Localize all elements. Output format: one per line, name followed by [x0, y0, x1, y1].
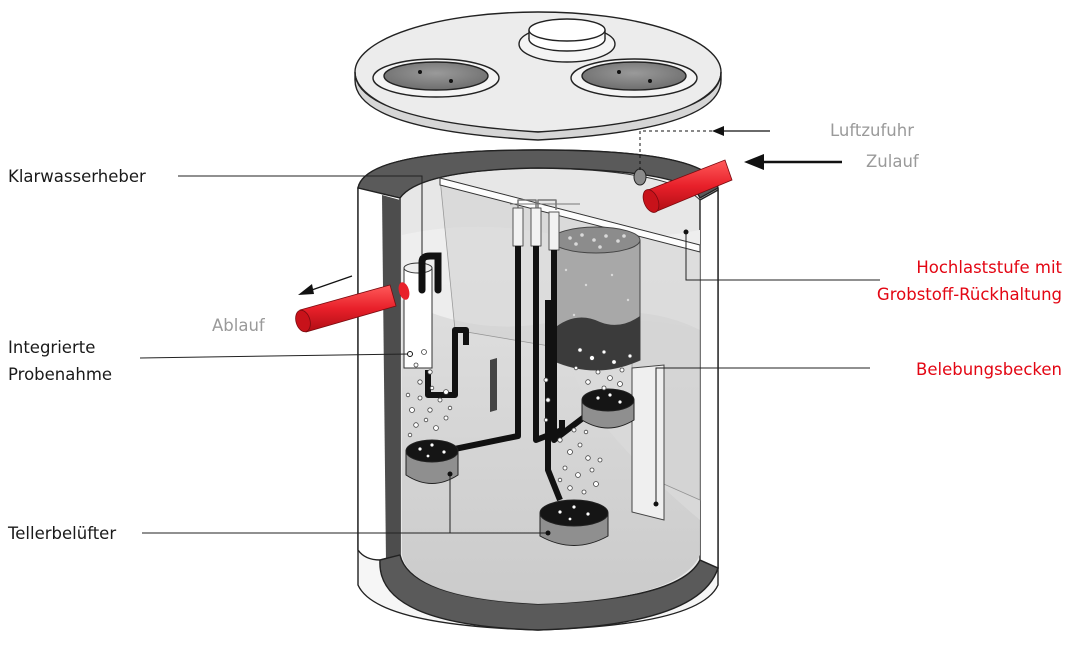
coarse-material-basket	[551, 226, 641, 371]
outlet-pipe	[295, 282, 410, 333]
tank-body	[357, 149, 719, 631]
clear-water-lift	[403, 252, 469, 398]
ablauf-arrow	[298, 275, 353, 295]
tank-lid	[354, 11, 722, 141]
leader-klarwasserheber	[178, 175, 423, 258]
disc-diffuser-center	[539, 499, 609, 546]
zulauf-arrow	[744, 154, 842, 170]
label-tellerbeluefter: Tellerbelüfter	[7, 524, 116, 543]
air-inlet-port	[633, 168, 647, 186]
leader-lines	[139, 175, 880, 536]
label-ablauf: Ablauf	[212, 316, 266, 335]
label-hochlaststufe-line1: Hochlaststufe mit	[916, 258, 1062, 277]
leader-tellerbeluefter	[142, 474, 548, 534]
lid-cover-left	[372, 58, 500, 98]
label-hochlaststufe-line2: Grobstoff-Rückhaltung	[877, 285, 1062, 304]
inlet-pipe	[642, 159, 733, 213]
label-integrierte: Integrierte	[8, 338, 95, 357]
lid-cover-right	[570, 58, 698, 98]
label-luftzufuhr: Luftzufuhr	[830, 121, 914, 140]
lid-cover-center	[518, 18, 616, 63]
leader-hochlaststufe	[685, 232, 880, 281]
air-bubbles	[405, 347, 633, 495]
label-probenahme: Probenahme	[8, 365, 112, 384]
label-klarwasserheber: Klarwasserheber	[8, 167, 146, 186]
label-zulauf: Zulauf	[866, 152, 920, 171]
leader-probenahme	[139, 353, 411, 359]
luftzufuhr-arrow	[639, 126, 770, 170]
label-belebungsbecken: Belebungsbecken	[916, 360, 1062, 379]
leader-belebungsbecken	[655, 367, 870, 504]
disc-diffuser-right	[581, 388, 635, 429]
disc-diffuser-left	[405, 439, 459, 484]
